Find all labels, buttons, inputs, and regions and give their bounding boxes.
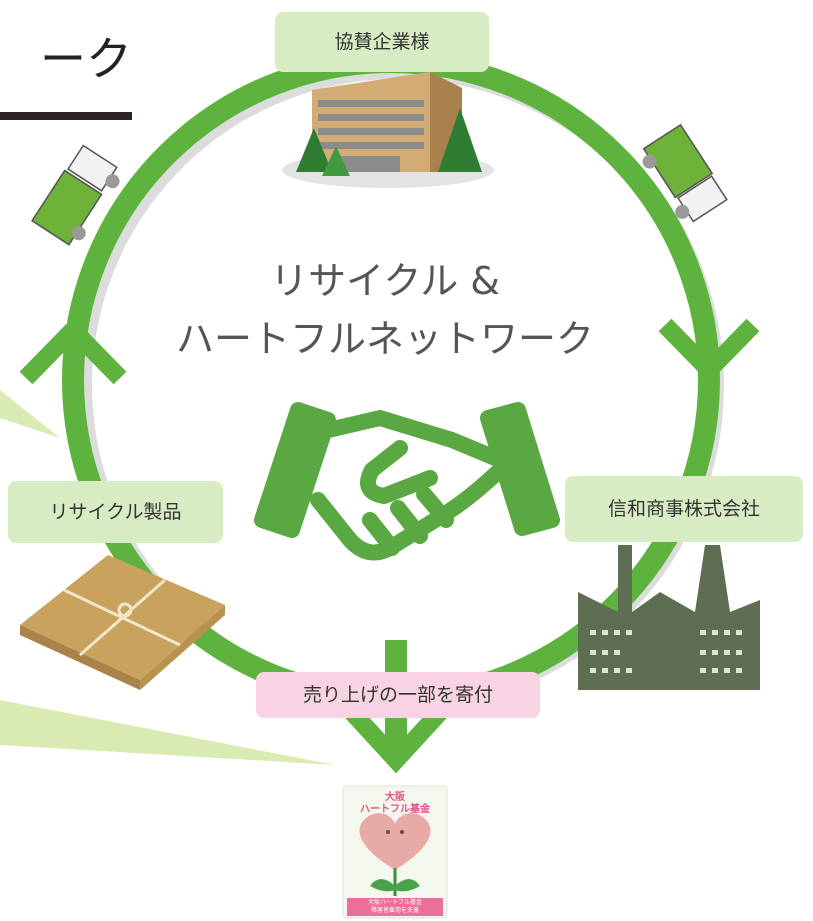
cardboard-bundle-icon (20, 555, 225, 690)
label-recycled-products: リサイクル製品 (8, 481, 223, 543)
diagram-center-title: リサイクル & ハートフルネットワーク (150, 252, 620, 368)
truck-left-icon (31, 144, 120, 246)
arrowhead-right (658, 318, 760, 377)
fund-card-footer-line2: 障害者雇用を支援 (370, 907, 419, 914)
fund-card-footer: 大阪ハートフル基金 障害者雇用を支援 (347, 899, 443, 915)
left-beam-upper (0, 390, 60, 438)
truck-right-icon (642, 123, 728, 223)
fund-card-title: 大阪 ハートフル基金 (343, 792, 447, 816)
left-beam-lower (0, 700, 335, 765)
arrowhead-left (19, 323, 127, 385)
handshake-icon (254, 402, 560, 561)
fund-card-icon (342, 785, 448, 919)
fund-card-footer-line1: 大阪ハートフル基金 (367, 899, 422, 906)
label-sponsors: 協賛企業様 (275, 12, 489, 72)
page-title: ーク (40, 32, 132, 86)
title-underline (0, 112, 132, 120)
center-title-line2: ハートフルネットワーク (175, 317, 594, 361)
label-donation: 売り上げの一部を寄付 (256, 672, 540, 718)
heart-icon (359, 813, 431, 870)
center-title-line1: リサイクル & (270, 259, 500, 303)
fund-card-title-line1: 大阪 (385, 792, 405, 803)
factory-icon (578, 545, 760, 690)
label-shinwa: 信和商事株式会社 (565, 476, 803, 542)
building-icon (282, 72, 494, 188)
fund-card-title-line2: ハートフル基金 (360, 804, 430, 815)
